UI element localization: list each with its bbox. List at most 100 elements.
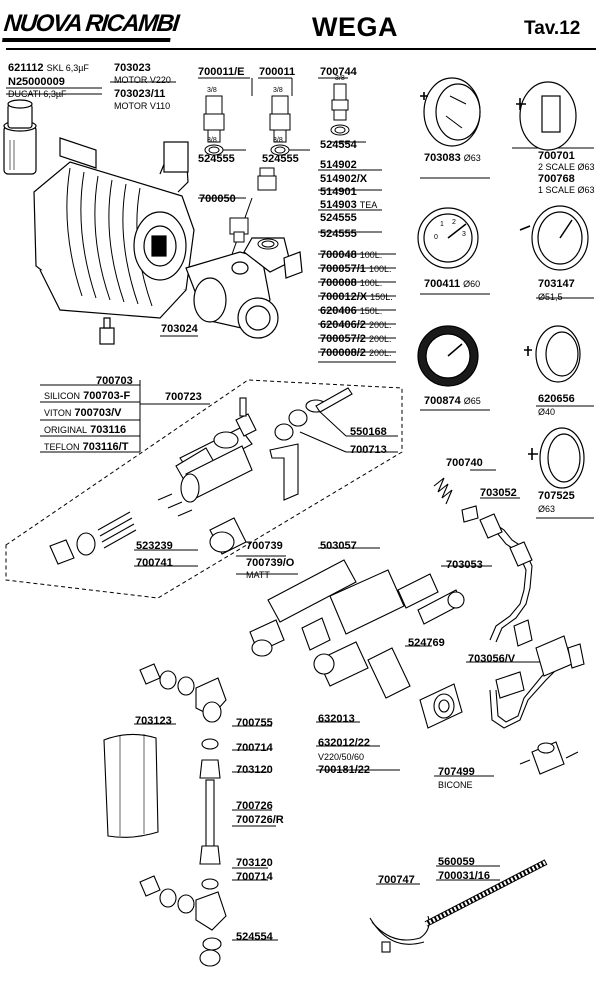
part-code-621112: 621112 SKL 6,3µF [8,62,89,74]
header-rule [6,48,596,50]
gauge-tick-3: 3 [462,231,466,238]
part-code-703024: 703024 [161,323,198,335]
part-code-700874: 700874 Ø65 [424,395,481,407]
part-code-707525: 707525 [538,490,575,502]
part-code-700008-2: 700008/2 200L. [320,347,392,359]
safety-valve-group [49,387,353,565]
table-number: Tav.12 [524,18,581,39]
part-code-632012-22: 632012/22 [318,737,370,749]
part-code-700701: 700701 [538,150,575,162]
part-code-560059: 560059 [438,856,475,868]
part-code-700057-1: 700057/1 100L. [320,263,392,275]
part-code-n25000009: N25000009 [8,76,65,88]
part-code-700057-2: 700057/2 200L. [320,333,392,345]
part-code-620406-2: 620406/2 200L. [320,319,392,331]
part-code-700768: 700768 [538,173,575,185]
part-code-700411: 700411 Ø60 [424,278,481,290]
part-code-700739: 700739 [246,540,283,552]
part-code-550168: 550168 [350,426,387,438]
machine-brand: WEGA [312,12,398,42]
part-code-700048: 700048 100L. [320,249,383,261]
capacitor [3,99,37,175]
part-code-703123: 703123 [135,715,172,727]
part-code-700012x: 700012/X 150L. [320,291,393,303]
part-code-700703-f: SILICON 700703-F [44,390,131,402]
clamp-hose [369,859,548,953]
part-code-524769: 524769 [408,637,445,649]
part-code-700011: 700011 [259,66,296,78]
part-code-703120-b: 703120 [236,857,273,869]
part-code-524555-a: 524555 [198,153,235,165]
thread-size-2: 3/8 [273,87,283,94]
part-code-700723: 700723 [165,391,202,403]
gauges [417,77,589,489]
part-code-703056-v: 703056/V [468,653,516,665]
part-note-40: Ø40 [538,407,556,417]
part-note-matt: MATT [246,570,270,580]
part-code-514903: 514903 TEA [320,199,378,211]
part-code-703023-11: 703023/11 [114,88,166,100]
part-code-524554-b: 524554 [236,931,273,943]
motor-pump [33,137,195,345]
part-code-703116-t: TEFLON 703116/T [44,441,129,453]
part-note-1-scale: 1 SCALE Ø63 [538,185,595,195]
part-code-700747: 700747 [378,874,415,886]
gauge-tick-0: 0 [434,234,438,241]
part-code-620406: 620406 150L. [320,305,383,317]
part-code-632013: 632013 [318,713,355,725]
thread-size-4: 3/8 [207,137,217,144]
part-code-700714-b: 700714 [236,871,273,883]
part-code-700703: 700703 [96,375,133,387]
part-code-703023: 703023 [114,62,151,74]
gauge-tick-1: 1 [440,221,444,228]
part-code-503057: 503057 [320,540,357,552]
part-code-700755: 700755 [236,717,273,729]
part-code-514902: 514902 [320,159,357,171]
manifold-assembly [249,559,465,729]
part-code-700011e: 700011/E [198,66,245,78]
valve-fittings [203,83,350,250]
part-code-620656: 620656 [538,393,575,405]
part-code-514902x: 514902/X [320,173,368,185]
part-code-703083: 703083 Ø63 [424,152,481,164]
part-code-707499: 707499 [438,766,475,778]
part-code-524555-c: 524555 [320,212,357,224]
part-note-63: Ø63 [538,504,556,514]
part-code-700726-r: 700726/R [236,814,284,826]
thread-size-3: 3/8 [335,75,345,82]
part-code-524555-b: 524555 [262,153,299,165]
thread-size-5: 3/8 [273,137,283,144]
part-note-motor-110: MOTOR V110 [114,101,171,111]
spring-nut [433,477,479,523]
part-code-700726: 700726 [236,800,273,812]
part-code-700703-v: VITON 700703/V [44,407,122,419]
part-code-703147: 703147 [538,278,575,290]
cap [209,517,247,555]
part-code-514901: 514901 [320,186,357,198]
part-code-700741: 700741 [136,557,173,569]
pipe-assembly [479,513,585,775]
part-code-524554-a: 524554 [320,139,357,151]
part-code-700008: 700008 100L. [320,277,383,289]
part-note-51-5: Ø51,5 [538,292,563,302]
part-code-700031-16: 700031/16 [438,870,490,882]
shield-tube-assembly [103,663,227,967]
thread-size-1: 3/8 [207,87,217,94]
leader-lines [6,77,594,941]
part-code-700739-o: 700739/O [246,557,295,569]
pump-head [185,237,303,339]
part-note-2-scale: 2 SCALE Ø63 [538,162,595,172]
part-note-voltage: V220/50/60 [318,752,365,762]
gauge-tick-2: 2 [452,219,456,226]
part-code-700744: 700744 [320,66,357,78]
part-code-703116: ORIGINAL 703116 [44,424,127,436]
part-code-703120-a: 703120 [236,764,273,776]
panel-outlines [5,379,403,599]
part-code-523239: 523239 [136,540,173,552]
part-note-bicone: BICONE [438,780,473,790]
part-code-524555-d: 524555 [320,228,357,240]
part-code-700713: 700713 [350,444,387,456]
part-code-700740: 700740 [446,457,483,469]
part-note-ducati: DUCATI 6,3µF [8,89,67,99]
